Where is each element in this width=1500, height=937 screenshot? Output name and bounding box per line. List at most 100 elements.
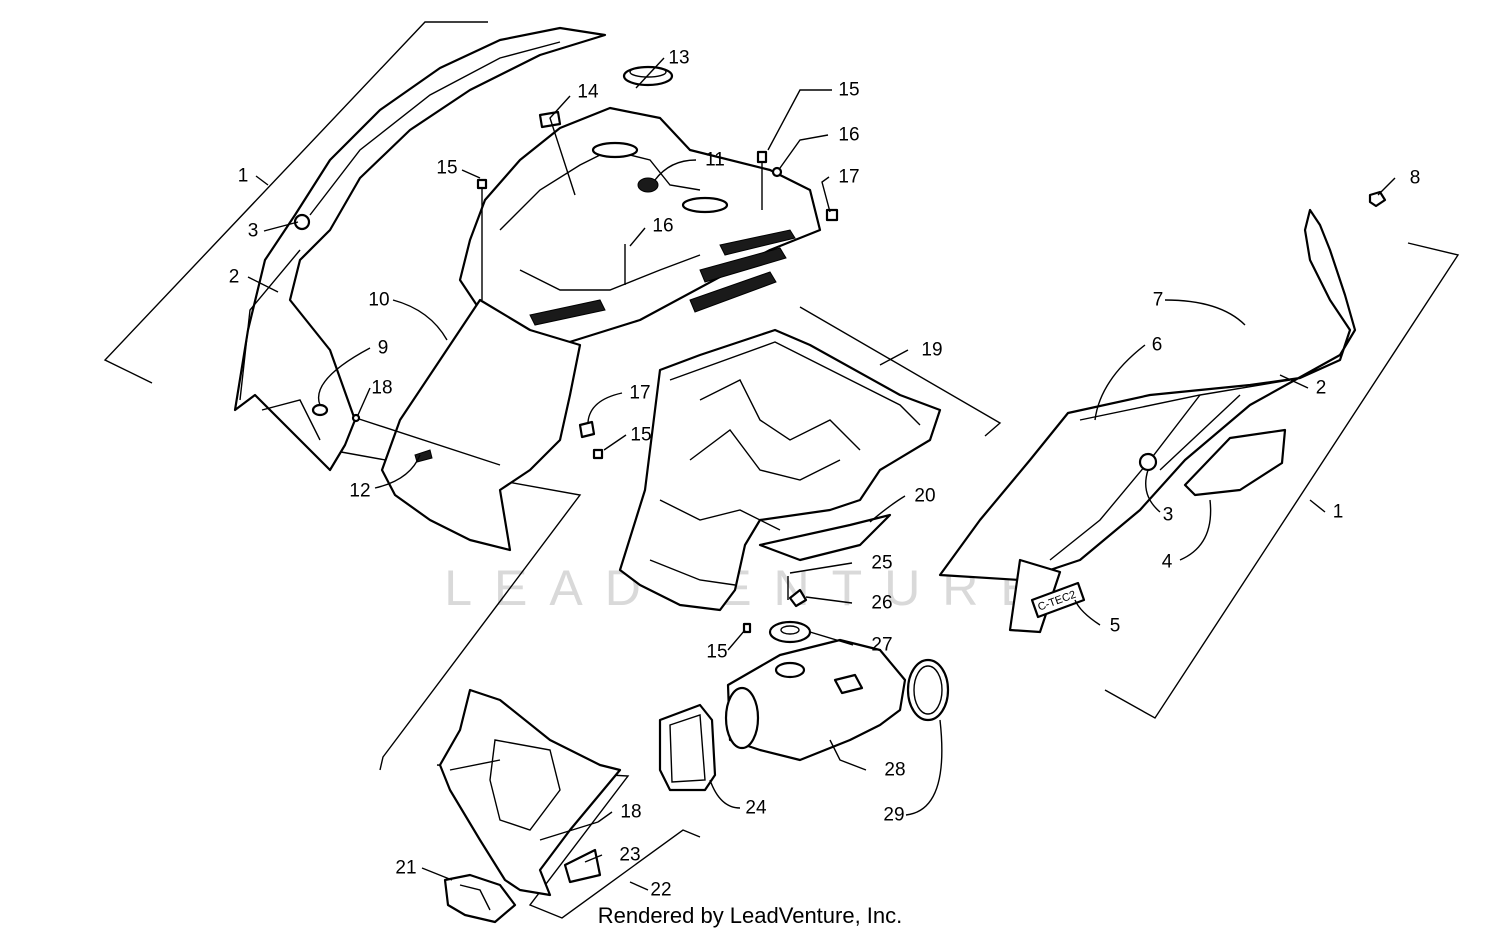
callout-6: 6 bbox=[1152, 335, 1163, 356]
callout-26: 26 bbox=[871, 593, 892, 614]
leader-16-a bbox=[779, 134, 829, 169]
group-bracket-1-left bbox=[103, 21, 488, 384]
callout-5: 5 bbox=[1110, 616, 1121, 637]
leader-15-b bbox=[767, 89, 832, 151]
leader-4 bbox=[1179, 499, 1212, 561]
foam-11 bbox=[637, 177, 659, 193]
leader-10 bbox=[392, 299, 448, 341]
leader-23 bbox=[584, 854, 603, 863]
callout-18-b: 18 bbox=[620, 802, 641, 823]
rivet-3-right bbox=[1138, 452, 1158, 472]
o-ring-9 bbox=[311, 403, 329, 417]
callout-20: 20 bbox=[914, 486, 935, 507]
callout-24: 24 bbox=[745, 798, 767, 819]
leader-27 bbox=[809, 631, 854, 646]
clip-17-a bbox=[825, 208, 839, 222]
callout-11: 11 bbox=[705, 150, 725, 171]
callout-8: 8 bbox=[1410, 168, 1421, 189]
leader-3-right bbox=[1145, 469, 1161, 513]
screw-15-a-head bbox=[476, 178, 488, 190]
callout-17-a: 17 bbox=[838, 167, 859, 188]
callout-2-left: 2 bbox=[229, 267, 240, 288]
clamp-29 bbox=[906, 658, 950, 722]
callout-10: 10 bbox=[368, 290, 389, 311]
front-bumper bbox=[438, 688, 622, 897]
leader-1 bbox=[255, 175, 269, 186]
leader-12 bbox=[374, 454, 421, 489]
airbox-tray bbox=[618, 328, 942, 612]
callout-2-right: 2 bbox=[1316, 378, 1327, 399]
leader-2 bbox=[247, 276, 279, 293]
leader-20 bbox=[869, 495, 906, 523]
leader-19 bbox=[879, 349, 909, 366]
front-panel-5 bbox=[1008, 558, 1062, 634]
callout-18: 18 bbox=[371, 378, 392, 399]
leader-26 bbox=[805, 596, 853, 604]
callout-28: 28 bbox=[884, 760, 905, 781]
callout-21: 21 bbox=[395, 858, 416, 879]
screw-15-b-head bbox=[756, 150, 768, 164]
leader-2-right bbox=[1279, 374, 1309, 389]
callout-27: 27 bbox=[871, 635, 892, 656]
callout-15-c: 15 bbox=[630, 425, 651, 446]
left-side-panel bbox=[233, 26, 607, 472]
callout-16-b: 16 bbox=[652, 216, 673, 237]
callout-14: 14 bbox=[577, 82, 599, 103]
plug-8 bbox=[1368, 190, 1387, 208]
leader-8 bbox=[1377, 177, 1396, 196]
callout-3-left: 3 bbox=[248, 221, 259, 242]
leader-1-right bbox=[1309, 499, 1326, 513]
filter-pad-20 bbox=[758, 513, 892, 562]
callout-19: 19 bbox=[921, 340, 942, 361]
callout-22: 22 bbox=[650, 880, 671, 901]
callout-16-a: 16 bbox=[838, 125, 859, 146]
callout-4: 4 bbox=[1162, 552, 1173, 573]
leader-14 bbox=[549, 95, 576, 196]
rivet-3-left bbox=[293, 213, 311, 231]
leader-15-a bbox=[461, 169, 481, 179]
callout-17-b: 17 bbox=[629, 383, 650, 404]
callout-15-d: 15 bbox=[706, 642, 727, 663]
bracket-4 bbox=[1183, 428, 1287, 497]
callout-15-a: 15 bbox=[436, 158, 457, 179]
leader-17-a bbox=[821, 176, 831, 213]
leader-5 bbox=[1074, 599, 1101, 626]
right-side-panel: C-TEC2 bbox=[938, 208, 1357, 634]
group-bracket-1-right bbox=[1104, 242, 1460, 719]
leader-7 bbox=[1164, 299, 1246, 326]
leader-6 bbox=[1094, 344, 1146, 421]
reflector-23 bbox=[563, 848, 602, 884]
callout-7: 7 bbox=[1153, 290, 1164, 311]
screw-15-d bbox=[742, 622, 752, 634]
leader-11 bbox=[654, 159, 697, 181]
callout-25: 25 bbox=[871, 553, 892, 574]
callout-3-right: 3 bbox=[1163, 505, 1174, 526]
leader-29 bbox=[905, 719, 943, 816]
callout-12: 12 bbox=[349, 481, 370, 502]
seal-24 bbox=[658, 703, 717, 792]
callout-23: 23 bbox=[619, 845, 640, 866]
rod-18-b bbox=[539, 821, 599, 841]
credit-text: Rendered by LeadVenture, Inc. bbox=[597, 903, 903, 928]
leader-9 bbox=[318, 347, 371, 406]
grommet-27 bbox=[768, 620, 812, 644]
rod-18-end bbox=[351, 413, 361, 423]
washer-16 bbox=[771, 166, 783, 178]
decal-5 bbox=[1030, 581, 1086, 619]
leader-25 bbox=[789, 562, 853, 574]
leader-24 bbox=[709, 779, 741, 809]
rod-18 bbox=[355, 417, 501, 466]
callout-1-right: 1 bbox=[1333, 502, 1344, 523]
leader-15-d bbox=[727, 629, 746, 651]
leader-21 bbox=[421, 867, 453, 881]
screw-15-c bbox=[592, 448, 604, 460]
group-bracket-19 bbox=[799, 306, 1002, 437]
leader-18 bbox=[357, 387, 371, 416]
leader-17-b bbox=[587, 392, 623, 423]
skid-21 bbox=[443, 873, 517, 924]
leader-18-b bbox=[597, 811, 613, 823]
leader-3 bbox=[263, 221, 299, 232]
clip-17-b bbox=[578, 420, 596, 439]
leader-15-c bbox=[603, 434, 627, 451]
